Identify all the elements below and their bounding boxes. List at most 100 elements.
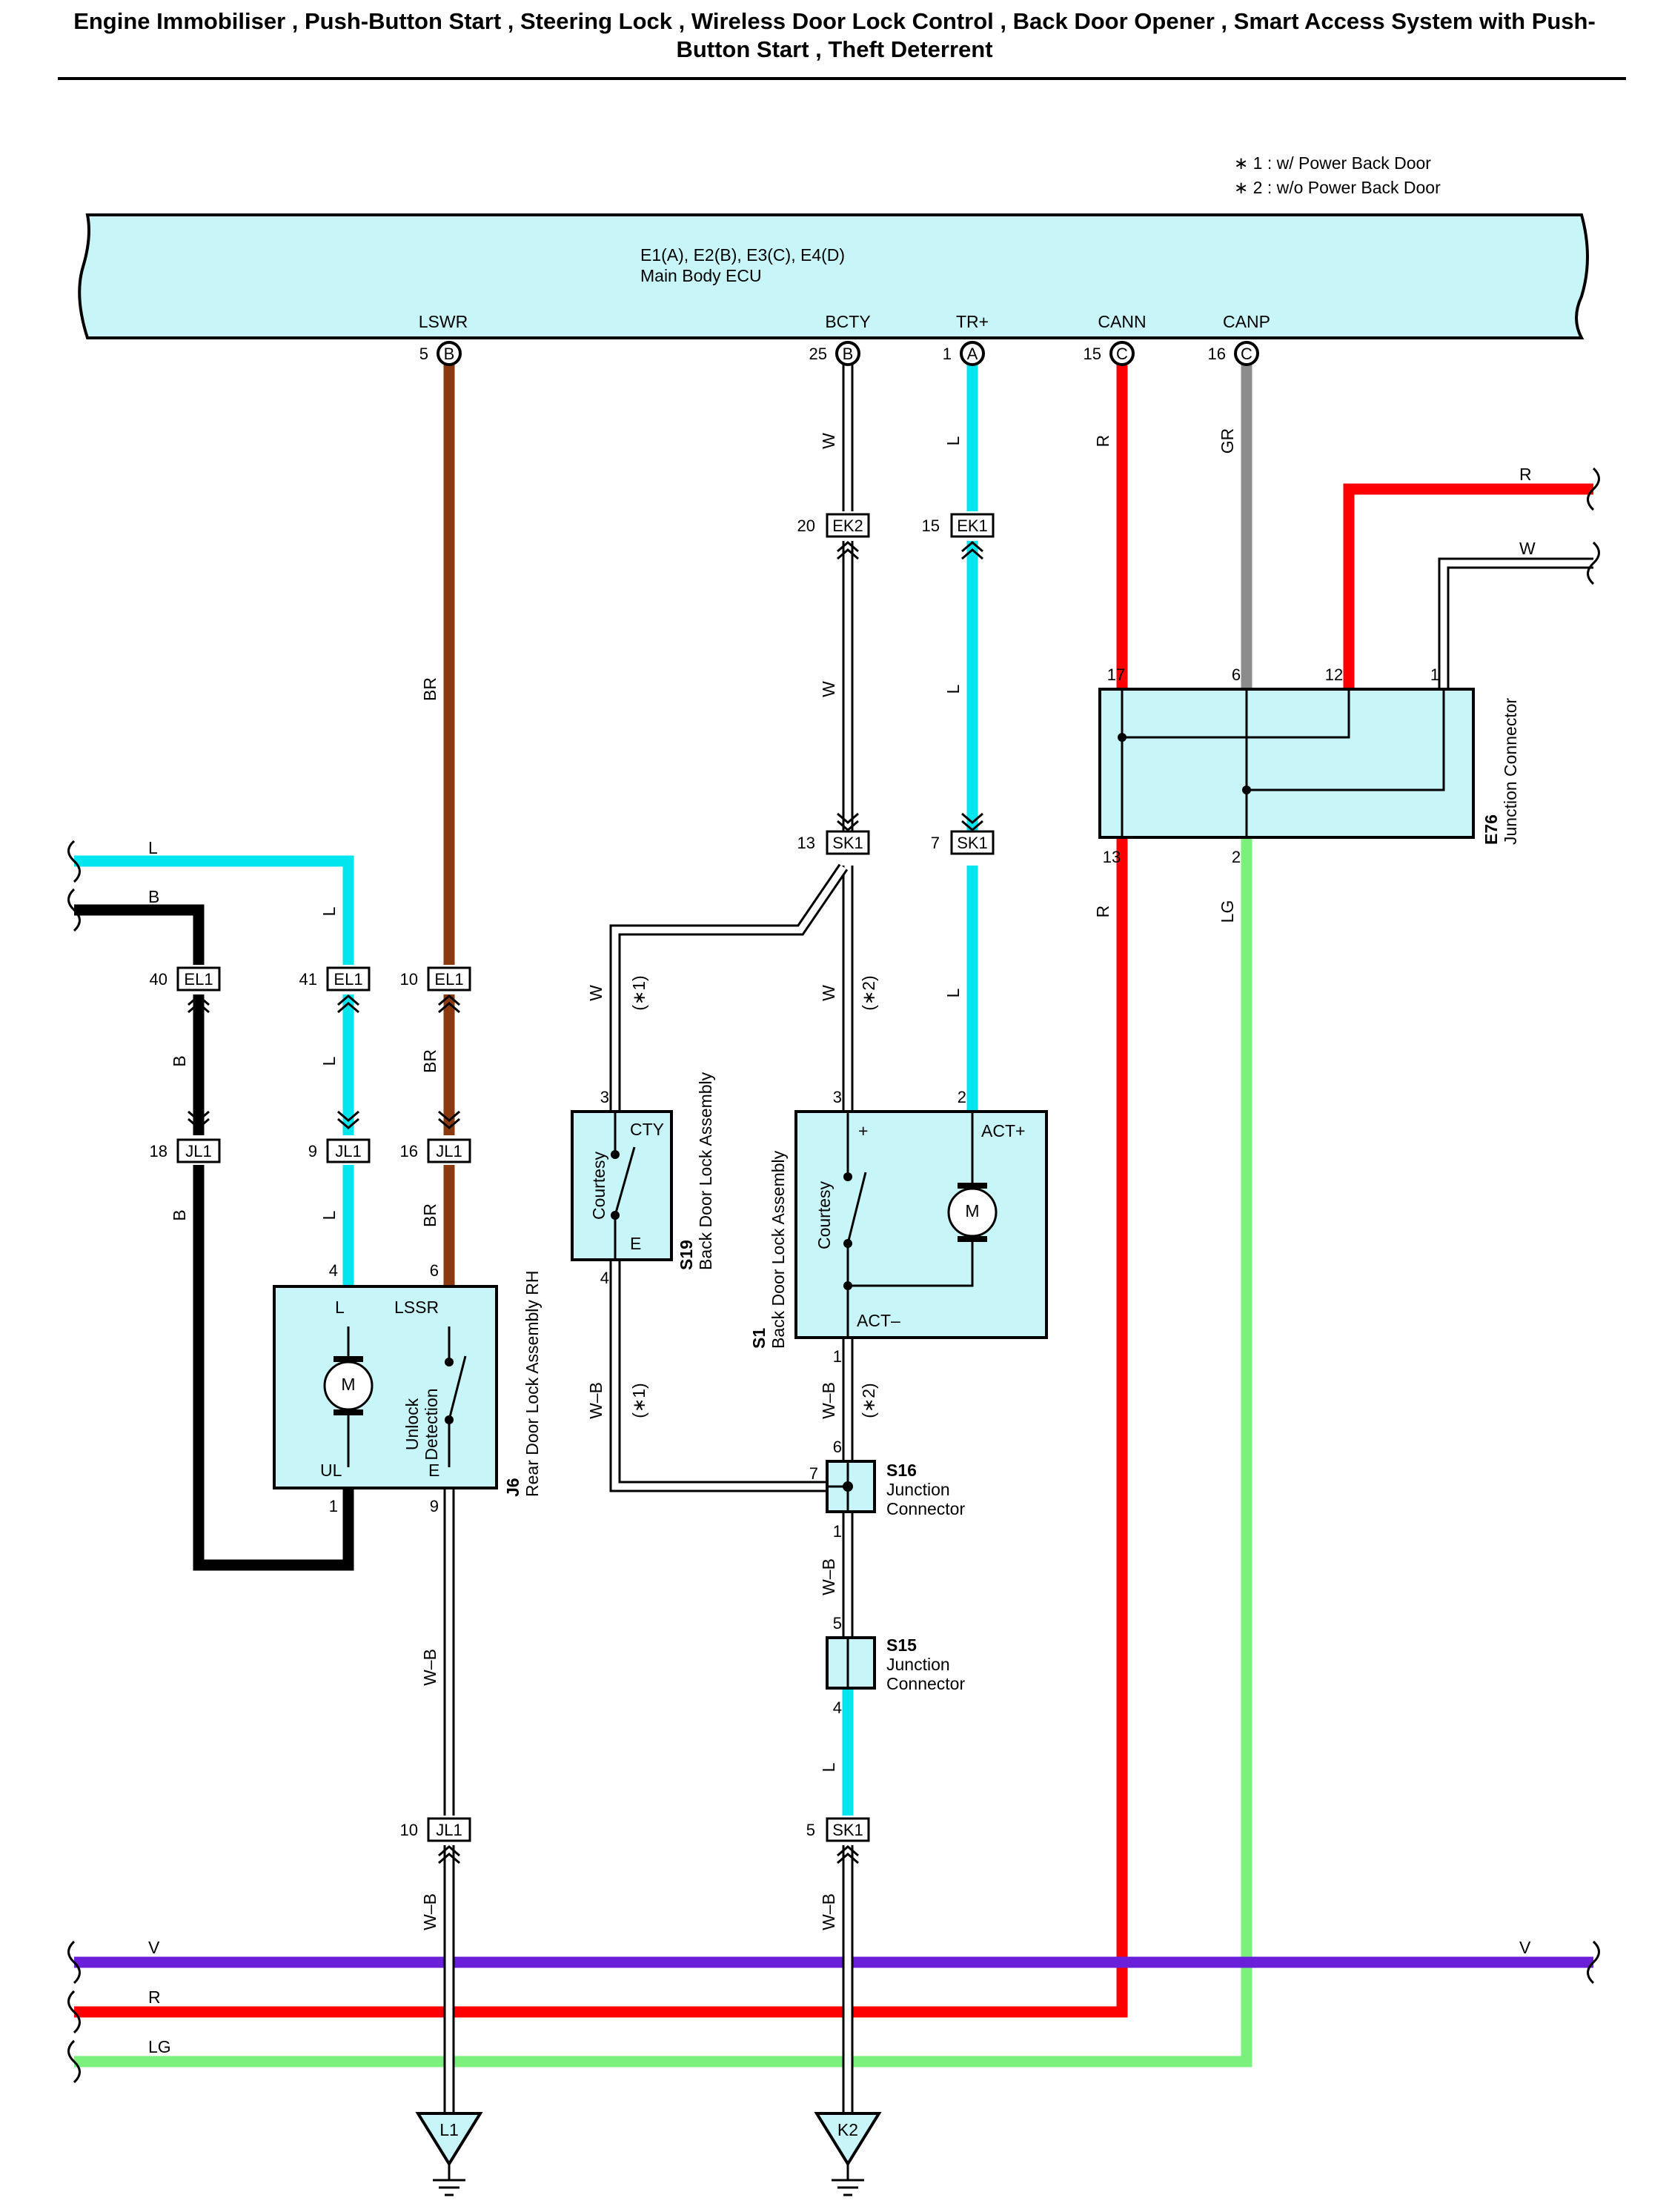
wire-note-1-a: (∗1) [629, 975, 648, 1010]
j6-rear-door-lock-assembly [273, 1285, 498, 1489]
jl1-10-pin: 10 [400, 1821, 418, 1839]
sk1-7-label: SK1 [957, 834, 988, 852]
wire-l-left [74, 855, 354, 965]
wire-label-l-3: L [319, 906, 339, 916]
wire-label-b-top: B [148, 887, 159, 906]
j6-terminal-e: E [428, 1461, 439, 1480]
wire-label-l-1: L [943, 436, 963, 445]
sk1-5-label: SK1 [832, 1821, 863, 1839]
s16-pin-6: 6 [833, 1438, 842, 1456]
wire-label-wb-1: W–B [586, 1382, 605, 1419]
wire-label-wb-3: W–B [819, 1558, 838, 1595]
jl1-18-pin: 18 [150, 1142, 167, 1160]
wire-lg [74, 837, 1252, 2067]
ground-k2 [814, 2112, 882, 2196]
bcty-conn: B [843, 345, 854, 363]
s15-line-2: Connector [886, 1674, 965, 1693]
s15-pin-5: 5 [833, 1614, 842, 1633]
wire-break-marks-right [1587, 467, 1600, 1985]
connector-ek2 [826, 513, 870, 560]
wire-break-marks-left [67, 840, 81, 2084]
connector-jl1-10 [427, 1817, 471, 1864]
el1-10-pin: 10 [400, 970, 418, 989]
cann-conn: C [1116, 345, 1128, 363]
wire-label-l-top: L [148, 838, 158, 857]
s19-code: S19 [677, 1240, 696, 1270]
s19-terminal-cty: CTY [630, 1120, 664, 1139]
j6-switch-line-2: Detection [422, 1388, 441, 1460]
s15-code: S15 [886, 1635, 917, 1655]
s1-pin-3: 3 [833, 1088, 842, 1106]
wire-label-wb-4: W–B [420, 1649, 439, 1686]
s19-terminal-e: E [630, 1234, 641, 1253]
s16-pin-1: 1 [833, 1522, 842, 1541]
jl1-16-label: JL1 [436, 1142, 462, 1160]
wire-label-br-2: BR [420, 1049, 439, 1073]
s1-code: S1 [749, 1328, 769, 1349]
s1-motor-label: M [965, 1201, 979, 1220]
terminal-bcty: BCTY [825, 312, 870, 331]
wire-label-r-1: R [1093, 435, 1112, 448]
wire-r-e76-12 [1343, 483, 1593, 689]
connector-el1-41 [326, 966, 371, 1014]
wire-w-bcty [609, 365, 854, 1112]
connector-jl1-9 [326, 1110, 371, 1163]
connector-sk1-7 [950, 812, 995, 855]
wire-label-l-4: L [319, 1056, 339, 1066]
s1-terminal-plus: + [858, 1121, 868, 1140]
wire-wb-s19-s16 [609, 1260, 827, 1492]
wire-label-l-2: L [943, 684, 963, 694]
wire-label-br-3: BR [420, 1203, 439, 1227]
s19-name: Back Door Lock Assembly [696, 1072, 715, 1270]
ecu-name: Main Body ECU [640, 266, 762, 285]
el1-40-pin: 40 [150, 970, 167, 989]
sk1-7-pin: 7 [931, 834, 940, 852]
e76-name: Junction Connector [1501, 697, 1520, 845]
e76-pin-17: 17 [1107, 665, 1125, 684]
wire-label-r-2: R [1093, 906, 1112, 918]
ek1-label: EK1 [957, 517, 988, 535]
wire-b-left [74, 904, 205, 965]
e76-junction-connector [1098, 688, 1475, 839]
connector-el1-10 [427, 966, 471, 1014]
j6-terminal-ul: UL [320, 1461, 342, 1480]
wire-label-w-3: W [586, 985, 605, 1001]
s16-code: S16 [886, 1461, 917, 1480]
j6-pin-1: 1 [329, 1497, 338, 1515]
wire-label-v-left: V [148, 1938, 160, 1957]
jl1-10-label: JL1 [436, 1821, 462, 1839]
trp-pin: 1 [943, 345, 952, 363]
lswr-pin: 5 [419, 345, 428, 363]
el1-41-label: EL1 [334, 970, 362, 989]
jl1-9-pin: 9 [308, 1142, 317, 1160]
wire-label-w-4: W [819, 985, 838, 1001]
wire-w-e76-1 [1438, 557, 1593, 689]
wire-label-wb-5: W–B [420, 1893, 439, 1930]
terminal-lswr: LSWR [419, 312, 468, 331]
wire-label-gr: GR [1218, 428, 1237, 454]
terminal-canp: CANP [1223, 312, 1270, 331]
j6-switch-line-1: Unlock [402, 1398, 422, 1450]
connector-jl1-18 [176, 1110, 221, 1163]
jl1-16-pin: 16 [400, 1142, 418, 1160]
lswr-conn: B [444, 345, 455, 363]
ground-k2-label: K2 [837, 2120, 858, 2139]
wire-note-2-a: (∗2) [859, 975, 878, 1010]
s1-switch-label: Courtesy [814, 1180, 834, 1249]
e76-pin-12: 12 [1325, 665, 1343, 684]
j6-terminal-l: L [335, 1298, 345, 1317]
wire-label-v-right: V [1519, 1938, 1531, 1957]
s16-junction-connector [826, 1460, 876, 1513]
trp-conn: A [967, 345, 978, 363]
e76-code: E76 [1481, 814, 1501, 845]
s15-line-1: Junction [886, 1655, 950, 1674]
j6-pin-4: 4 [329, 1261, 338, 1280]
connector-el1-40 [176, 966, 221, 1014]
wire-label-l-7: L [819, 1762, 838, 1772]
s15-pin-4: 4 [833, 1698, 842, 1717]
wire-note-1-b: (∗1) [629, 1383, 648, 1418]
ecu-connectors: E1(A), E2(B), E3(C), E4(D) [640, 245, 845, 265]
wire-label-l-5: L [319, 1210, 339, 1220]
bcty-pin: 25 [809, 345, 827, 363]
